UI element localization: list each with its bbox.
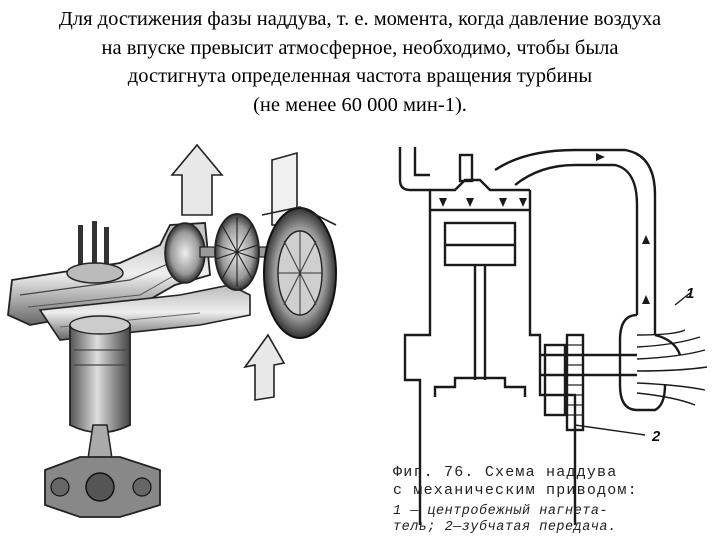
figure-caption-line-4: тель; 2—зубчатая передача. [393, 520, 617, 535]
engine-cylinder [69, 324, 131, 434]
heading-line-2: на впуске превысит атмосферное, необходи… [101, 37, 619, 59]
gear-teeth [567, 344, 583, 416]
centrifugal-supercharger [636, 329, 708, 406]
crank [433, 376, 527, 397]
delivery-pipe [494, 148, 657, 335]
valve-stem [104, 227, 109, 269]
valve-stem [78, 225, 83, 270]
gear-pinion [565, 333, 585, 432]
supercharging-schematic [398, 147, 708, 525]
exhaust-out-arrow-icon [170, 143, 224, 216]
engine-block [403, 190, 432, 525]
intake-pipe [398, 147, 430, 192]
heading-line-1: Для достижения фазы наддува, т. е. момен… [58, 8, 662, 30]
heading-line-3: достигнута определенная частота вращения… [127, 65, 593, 87]
valve-stem [92, 221, 97, 269]
callout-2: 2 [652, 428, 661, 445]
flow-arrows [439, 153, 650, 304]
heading-line-4: (не менее 60 000 мин-1). [253, 94, 467, 116]
figure-caption-line-1: Фиг. 76. Схема наддува [393, 464, 618, 481]
figure-caption-line-2: с механическим приводом: [393, 482, 638, 499]
turbocharger-illustration [7, 143, 337, 518]
turbine-blades [215, 217, 259, 287]
callout-1: 1 [686, 285, 695, 302]
figure-caption-line-3: 1 — центробежный нагнета- [393, 504, 609, 519]
turbine-housing [164, 222, 206, 284]
air-in-arrow-icon [243, 333, 286, 401]
